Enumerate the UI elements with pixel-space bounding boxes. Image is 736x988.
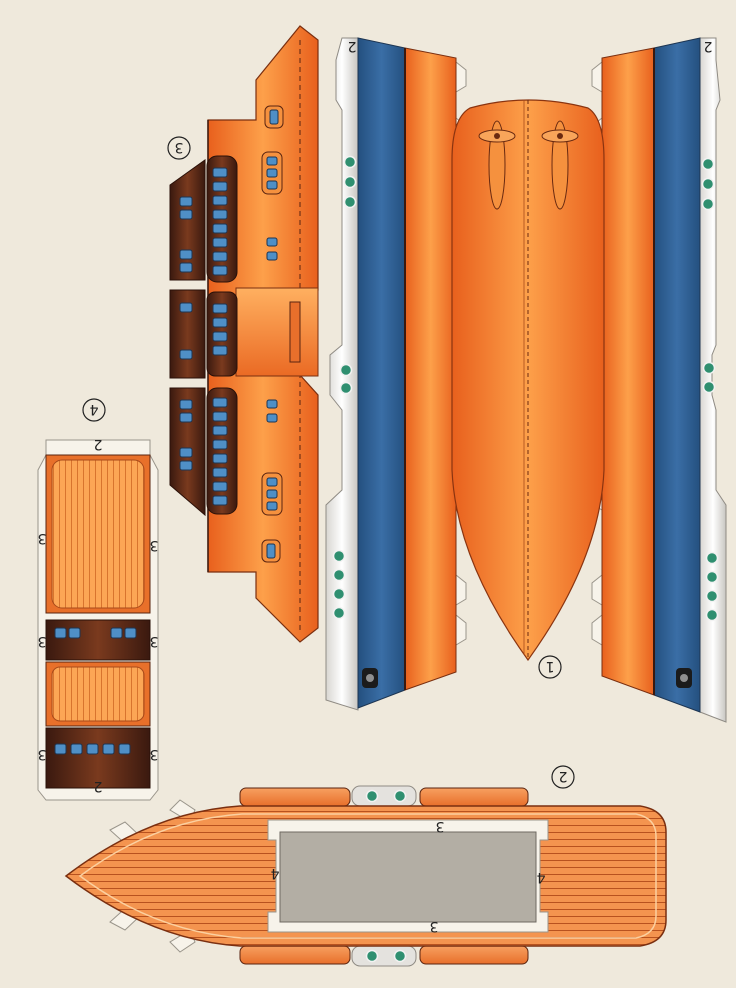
side-right-portholes xyxy=(701,157,719,622)
roof-label-right-2: 3 xyxy=(150,633,159,649)
cabin-part: 3 xyxy=(167,25,319,643)
propeller-icon xyxy=(541,120,579,210)
roof-label-bottom: 2 xyxy=(94,778,103,794)
side-left-portholes xyxy=(332,155,357,620)
anchor-icon xyxy=(676,668,692,688)
roof-windows xyxy=(54,627,137,755)
roof-label-left-3: 3 xyxy=(38,746,47,762)
roof-label-right-3: 3 xyxy=(150,746,159,762)
roof-label-top: 2 xyxy=(94,436,103,452)
deck-label-left: 4 xyxy=(270,865,279,881)
hull-part-number: 1 xyxy=(546,658,555,674)
deck-part-number: 2 xyxy=(559,768,568,784)
cabin-windows xyxy=(179,167,228,506)
cabin-part-number: 3 xyxy=(175,139,184,155)
anchor-icon xyxy=(362,668,378,688)
roof-label-right-1: 3 xyxy=(150,537,159,553)
side-right-tab-label: 2 xyxy=(704,38,713,54)
propeller-icon xyxy=(478,120,516,210)
side-panel-right: 2 xyxy=(591,37,727,723)
side-panel-left: 2 xyxy=(325,37,467,711)
deck-part: 3 3 4 4 2 xyxy=(64,765,667,967)
deck-label-bottom: 3 xyxy=(430,918,439,934)
cabin-portholes xyxy=(261,105,284,563)
deck-label-right: 4 xyxy=(536,869,545,885)
roof-label-left-2: 3 xyxy=(38,633,47,649)
deck-label-top: 3 xyxy=(436,818,445,834)
roof-part-number: 4 xyxy=(89,401,98,417)
roof-label-left-1: 3 xyxy=(38,530,47,546)
hull-bottom-part: 1 xyxy=(451,99,605,679)
roof-part: 2 2 3 3 3 3 3 3 4 xyxy=(37,398,159,801)
side-left-tab-label: 2 xyxy=(348,38,357,54)
